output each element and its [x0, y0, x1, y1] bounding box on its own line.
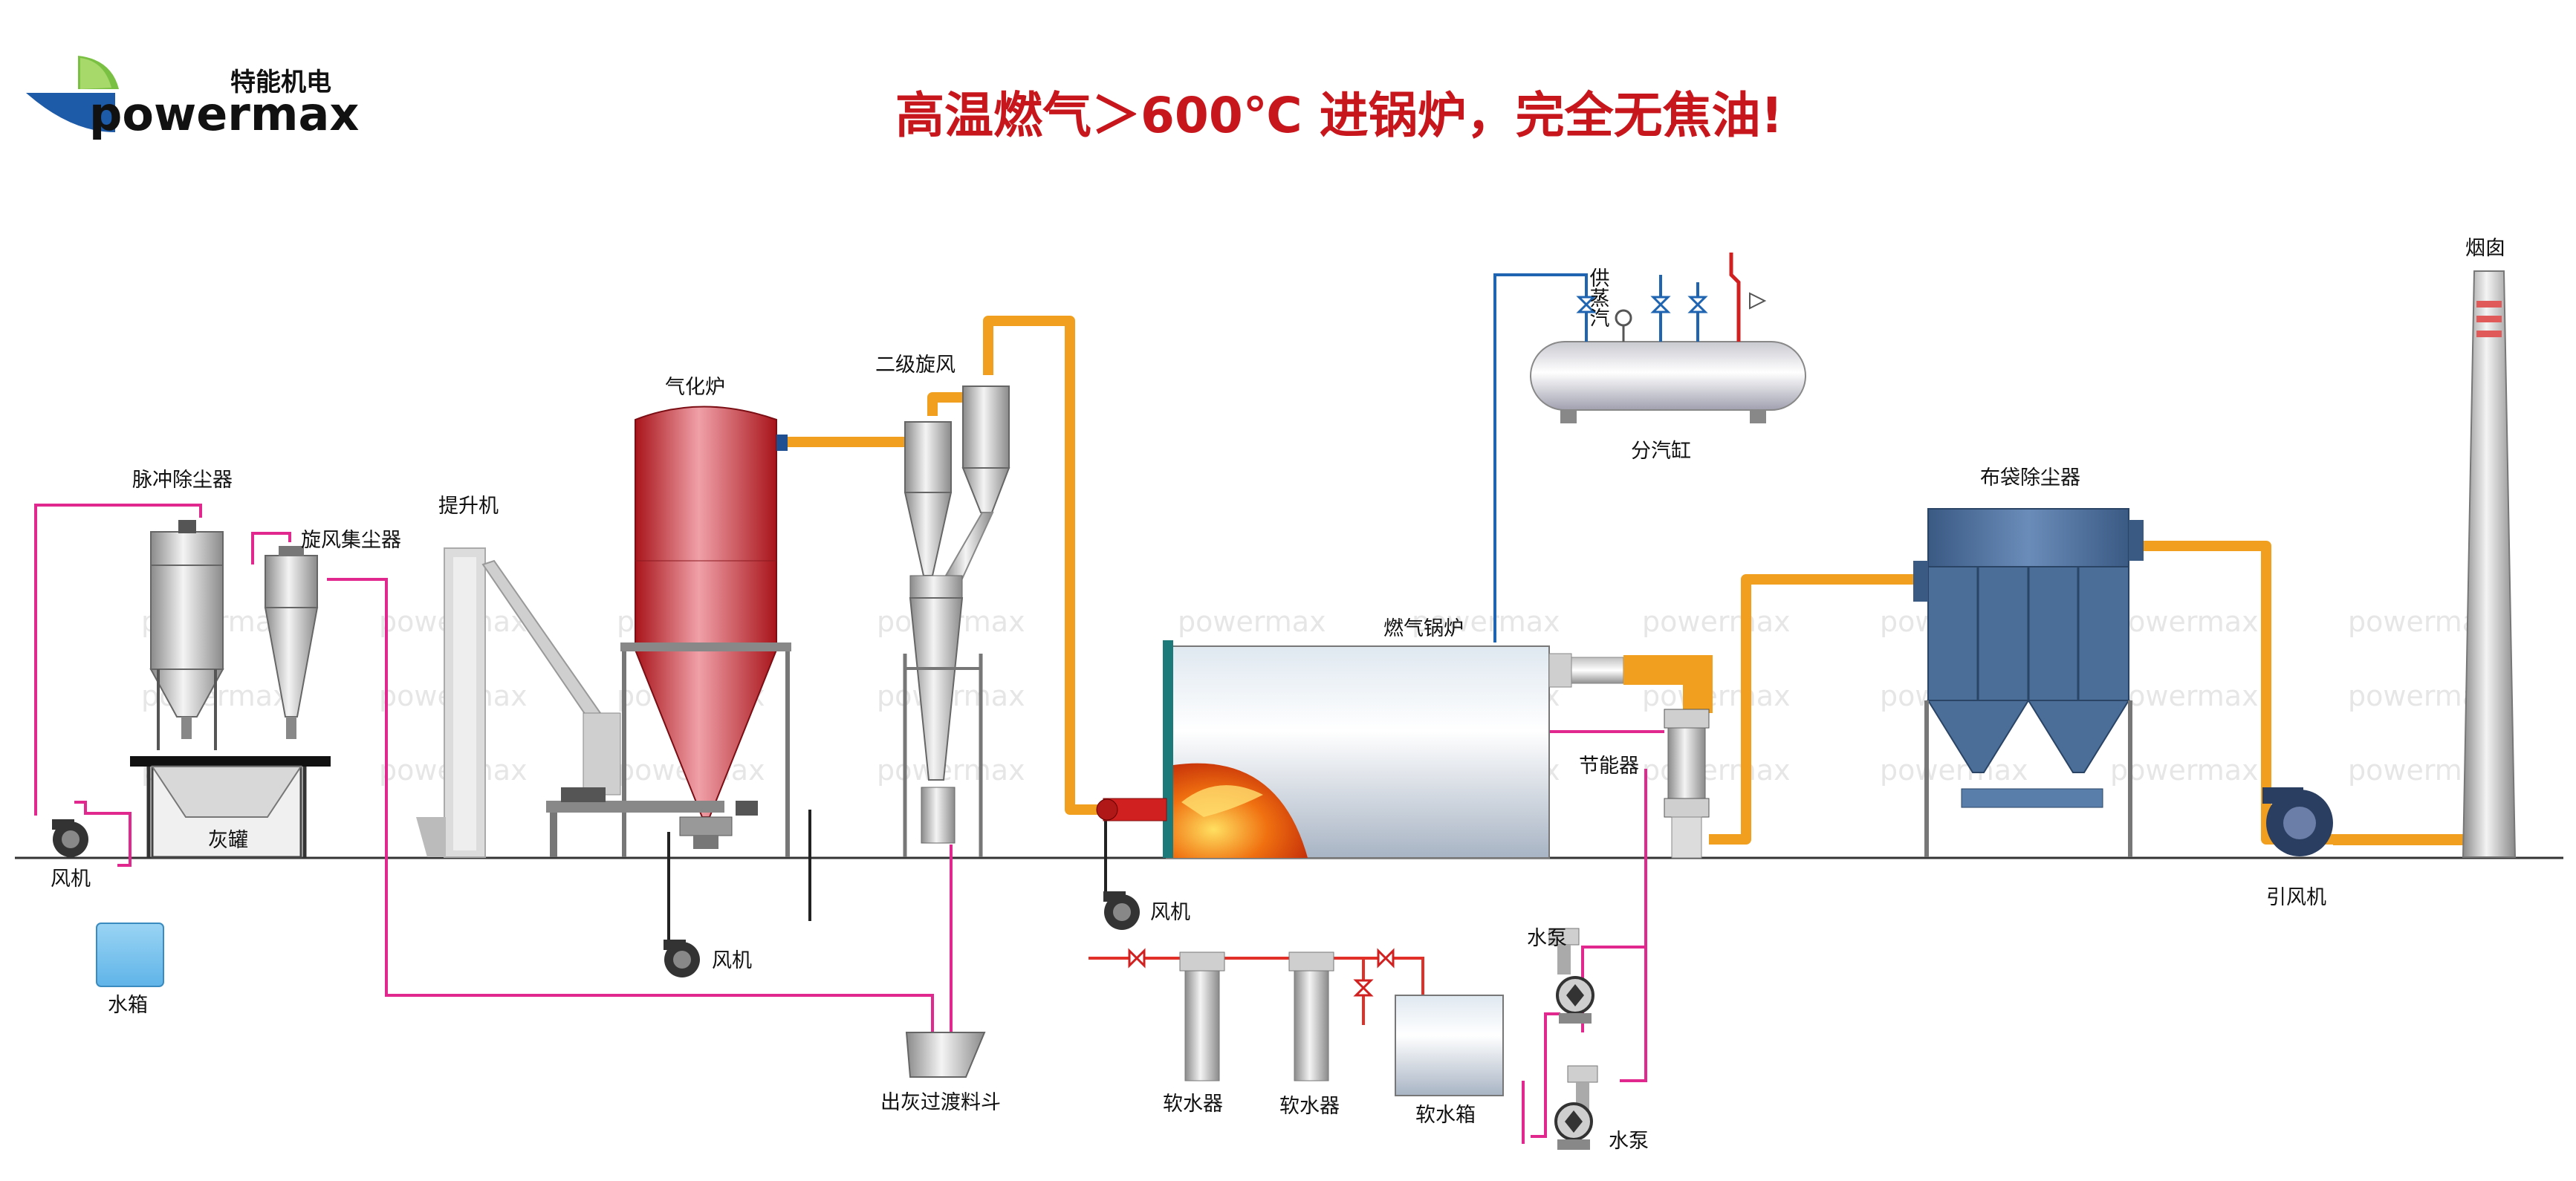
watermark-text: powermax: [2110, 754, 2259, 787]
label-chimney: 烟囱: [2465, 237, 2505, 260]
label-water-tank: 水箱: [108, 994, 148, 1017]
pump-icon-bottom: [1554, 1065, 1598, 1150]
fan-icon-induced: [2262, 787, 2467, 856]
label-cyclone-collector: 旋风集尘器: [301, 529, 401, 552]
label-gas-boiler: 燃气锅炉: [1383, 617, 1464, 640]
label-softener-1: 软水器: [1163, 1093, 1223, 1116]
label-ash-hopper: 出灰过渡料斗: [880, 1091, 1001, 1114]
water-lines: [1089, 957, 1424, 1025]
ash-hopper: [905, 1032, 986, 1078]
label-softener-2: 软水器: [1279, 1095, 1340, 1118]
softener-2: [1288, 951, 1334, 1081]
fan-icon-left: [52, 819, 88, 857]
gasifier: [546, 406, 791, 857]
soft-water-tank: [1395, 995, 1504, 1096]
steam-drum: [1530, 253, 1806, 423]
label-economizer: 节能器: [1579, 755, 1639, 778]
watermark-text: powermax: [1642, 680, 1791, 712]
cyclone-collector: [264, 546, 319, 739]
logo-brand: powermax: [89, 87, 359, 141]
powermax-logo-icon: [26, 56, 119, 132]
label-secondary-cyclone: 二级旋风: [875, 354, 956, 377]
pulse-dust-collector: [149, 520, 224, 750]
valve-icons-water: [1128, 948, 1395, 997]
valve-icons-steam: [1576, 296, 1708, 313]
label-pump-bottom: 水泵: [1609, 1130, 1649, 1153]
watermark-text: powermax: [1412, 605, 1560, 638]
watermark-text: powermax: [1642, 754, 1791, 787]
watermark-text: powermax: [2110, 680, 2259, 712]
label-steam-drum: 分汽缸: [1631, 440, 1691, 463]
softener-1: [1179, 951, 1225, 1081]
economizer: [1623, 655, 1713, 859]
watermark-text: powermax: [1642, 605, 1791, 638]
secondary-cyclone: [903, 385, 1010, 857]
label-elevator: 提升机: [438, 495, 499, 518]
ash-tank: [130, 756, 331, 859]
watermark-text: powermax: [1178, 605, 1326, 638]
label-fan-boiler: 风机: [1150, 901, 1190, 924]
label-pump-top: 水泵: [1527, 927, 1567, 950]
page-title: 高温燃气＞600℃ 进锅炉，完全无焦油!: [895, 87, 1783, 144]
label-induced-fan: 引风机: [2266, 886, 2326, 909]
logo-tagline: 特能机电: [230, 68, 331, 97]
label-pulse-dust: 脉冲除尘器: [132, 469, 233, 492]
watermark-text: powermax: [877, 754, 1025, 787]
steam-line: [1493, 273, 1588, 642]
label-bag-filter: 布袋除尘器: [1980, 466, 2080, 489]
label-fan-gasifier: 风机: [712, 949, 752, 972]
bag-filter: [1913, 508, 2144, 857]
water-tank: [96, 923, 164, 987]
air-lines: [667, 810, 1107, 954]
watermark-text: powermax: [2110, 605, 2259, 638]
gas-boiler: [1096, 640, 1624, 859]
label-ash-tank: 灰罐: [208, 829, 248, 852]
label-gasifier: 气化炉: [665, 376, 725, 399]
pump-icon-top: [1548, 928, 1594, 1024]
fan-icon-boiler: [1103, 891, 1140, 930]
label-fan-left: 风机: [51, 868, 91, 891]
chimney: [2462, 270, 2517, 858]
powermax-logo: 特能机电 powermax: [26, 56, 359, 141]
label-soft-water-tank: 软水箱: [1415, 1104, 1476, 1127]
label-steam-supply: 供蒸汽: [1586, 267, 1610, 328]
fan-icon-gasifier: [664, 940, 700, 977]
watermark-text: powermax: [1880, 754, 2028, 787]
